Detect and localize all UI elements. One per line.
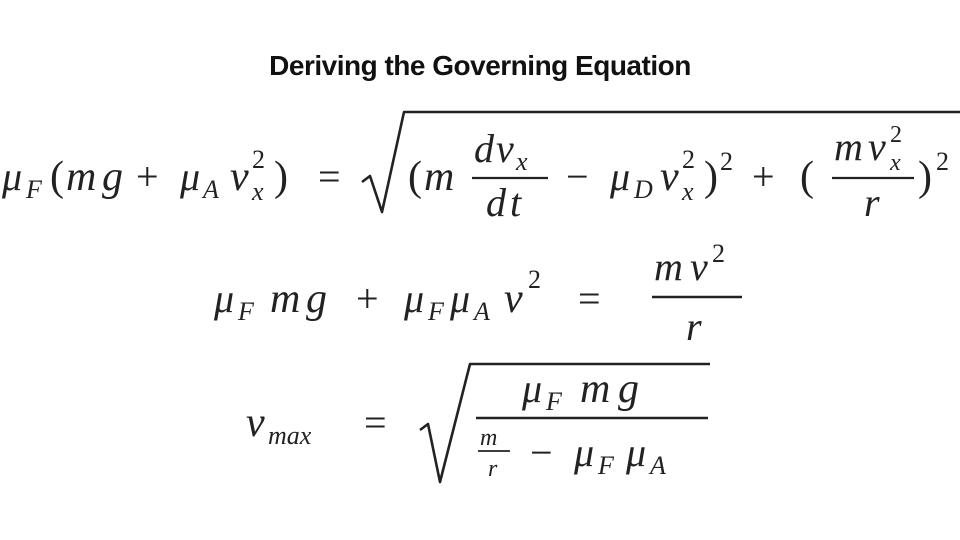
math-symbol: x xyxy=(251,177,264,206)
math-symbol: r xyxy=(488,456,498,482)
math-symbol: μ xyxy=(449,276,470,321)
math-symbol: F xyxy=(545,387,563,416)
math-symbol: ( xyxy=(800,154,814,200)
math-symbol: 2 xyxy=(252,145,265,174)
math-symbol: v xyxy=(504,276,523,322)
math-symbol: v xyxy=(246,400,265,446)
math-symbol: − xyxy=(566,154,589,199)
math-symbol: 2 xyxy=(712,239,725,268)
math-symbol: 2 xyxy=(682,145,695,174)
math-symbol: μ xyxy=(609,154,630,199)
radical-sign xyxy=(419,362,710,484)
math-symbol: = xyxy=(578,276,601,321)
equation-vmax: v max = μ F m g m r − μ F μ A xyxy=(246,362,710,484)
math-symbol: g xyxy=(306,276,327,322)
math-symbol: F xyxy=(25,175,43,204)
math-symbol: x xyxy=(889,150,901,176)
math-symbol: + xyxy=(356,276,379,321)
math-symbol: μ xyxy=(573,430,594,475)
math-symbol: 2 xyxy=(936,147,949,176)
math-symbol: = xyxy=(364,400,387,445)
mu-symbol: μ xyxy=(1,154,22,199)
math-symbol: A xyxy=(472,297,490,326)
math-symbol: v xyxy=(868,124,886,169)
math-symbol: max xyxy=(268,421,312,450)
math-symbol: = xyxy=(318,154,341,199)
math-symbol: g xyxy=(618,366,639,412)
math-symbol: F xyxy=(427,297,445,326)
math-symbol: v xyxy=(660,154,679,200)
math-symbol: 2 xyxy=(720,147,733,176)
math-symbol: μ xyxy=(625,430,646,475)
math-symbol: v xyxy=(496,126,514,171)
math-symbol: D xyxy=(633,175,653,204)
math-symbol: d xyxy=(486,180,507,225)
math-symbol: F xyxy=(597,451,615,480)
math-symbol: m xyxy=(654,244,683,289)
math-symbol: ) xyxy=(274,154,288,200)
math-symbol: g xyxy=(102,154,123,200)
math-symbol: m xyxy=(270,276,300,322)
math-symbol: d xyxy=(474,126,495,171)
math-symbol: r xyxy=(864,180,880,225)
math-symbol: v xyxy=(690,244,708,289)
math-symbol: m xyxy=(580,366,610,412)
math-symbol: μ xyxy=(179,154,200,199)
math-symbol: ( xyxy=(408,154,422,200)
math-symbol: 2 xyxy=(890,122,902,148)
math-symbol: m xyxy=(66,154,96,200)
math-symbol: m xyxy=(424,154,454,200)
math-symbol: μ xyxy=(521,366,542,411)
math-symbol: μ xyxy=(403,276,424,321)
math-symbol: + xyxy=(752,154,775,199)
math-symbol: v xyxy=(230,154,249,200)
math-symbol: + xyxy=(136,154,159,199)
math-symbol: m xyxy=(834,124,863,169)
math-symbol: ) xyxy=(704,154,718,200)
math-symbol: x xyxy=(681,177,694,206)
equation-force-balance: μ F ( m g + μ A v 2 x ) = ( m d v x d t … xyxy=(1,110,960,225)
math-symbol: μ xyxy=(213,276,234,321)
math-symbol: m xyxy=(480,425,497,451)
math-symbol: r xyxy=(686,304,702,349)
radical-sign xyxy=(361,110,960,214)
math-symbol: A xyxy=(201,175,219,204)
math-symbol: F xyxy=(237,297,255,326)
math-symbol: ) xyxy=(918,154,932,200)
equation-simplified: μ F m g + μ F μ A v 2 = m v 2 r xyxy=(213,239,742,349)
math-symbol: A xyxy=(648,451,666,480)
math-symbol: ( xyxy=(50,154,64,200)
math-symbol: 2 xyxy=(528,265,541,294)
slide-title: Deriving the Governing Equation xyxy=(269,50,691,81)
math-symbol: x xyxy=(515,147,528,176)
math-symbol: t xyxy=(510,180,522,225)
math-symbol: − xyxy=(530,430,553,475)
